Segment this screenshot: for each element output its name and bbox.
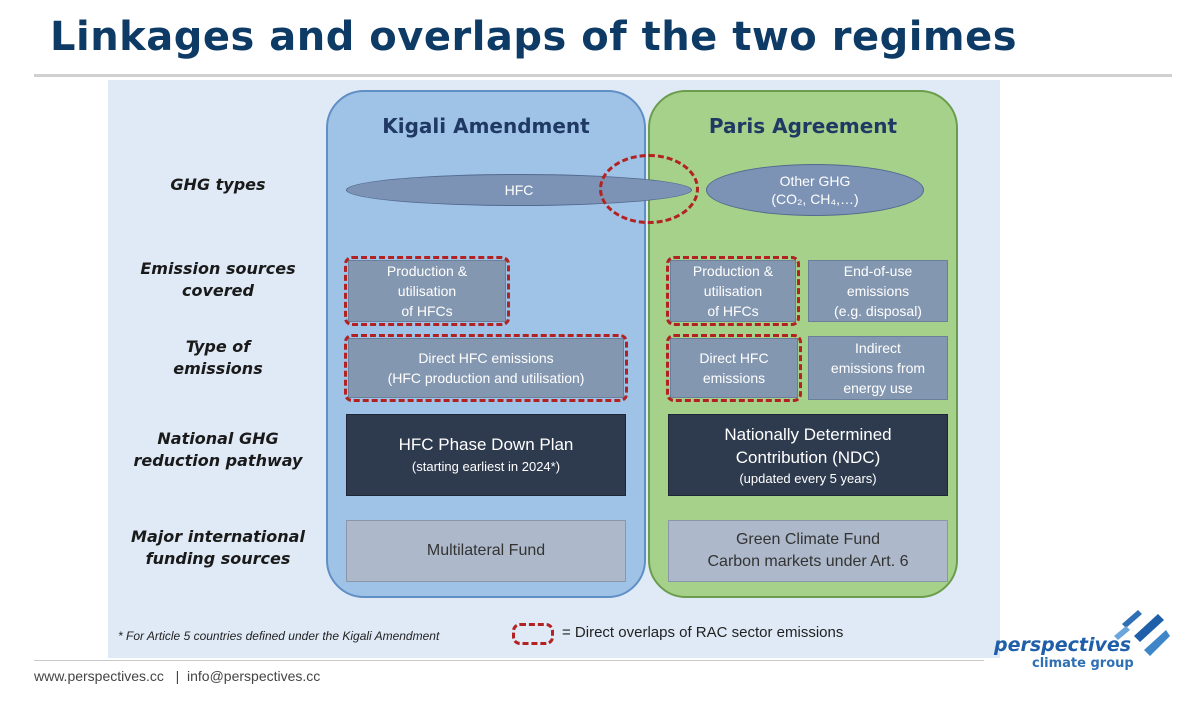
slide-title: Linkages and overlaps of the two regimes: [50, 14, 1018, 60]
other-ghg-formula: (CO₂, CH₄,…): [771, 191, 859, 207]
hfc-phase-down-title: HFC Phase Down Plan: [398, 435, 574, 454]
other-ghg-ellipse: Other GHG (CO₂, CH₄,…): [706, 164, 924, 216]
row-label-pathway: National GHG reduction pathway: [133, 429, 303, 470]
kigali-header: Kigali Amendment: [382, 114, 590, 138]
title-divider: [34, 74, 1172, 77]
row-label-funding: Major international funding sources: [131, 527, 305, 568]
paris-header: Paris Agreement: [708, 114, 898, 138]
footnote: * For Article 5 countries defined under …: [118, 629, 440, 643]
row-label-type-of-emissions: Type of emissions: [173, 337, 263, 378]
perspectives-logo: perspectives climate group: [992, 606, 1172, 678]
hfc-phase-down-subtitle: (starting earliest in 2024*): [411, 459, 561, 474]
ndc-title: Nationally Determined Contribution (NDC): [724, 424, 892, 467]
paris-hfc-sources-box: Production & utilisation of HFCs: [670, 260, 796, 322]
hfc-phase-down-box: HFC Phase Down Plan (starting earliest i…: [346, 414, 626, 496]
row-label-ghg-types: GHG types: [170, 175, 266, 194]
indirect-emissions-box: Indirect emissions from energy use: [808, 336, 948, 400]
hfc-ellipse: HFC: [346, 174, 692, 206]
paris-direct-emissions-box: Direct HFC emissions: [670, 338, 798, 398]
ndc-box: Nationally Determined Contribution (NDC)…: [668, 414, 948, 496]
kigali-direct-emissions-box: Direct HFC emissions (HFC production and…: [348, 338, 624, 398]
kigali-sources-box: Production & utilisation of HFCs: [348, 260, 506, 322]
footer-contact[interactable]: www.perspectives.cc | info@perspectives.…: [34, 668, 321, 684]
row-label-emission-sources: Emission sources covered: [140, 259, 296, 300]
ndc-subtitle: (updated every 5 years): [739, 470, 877, 486]
logo-wordmark: perspectives: [994, 634, 1132, 656]
logo-tagline: climate group: [1032, 656, 1134, 671]
end-of-use-box: End-of-use emissions (e.g. disposal): [808, 260, 948, 322]
footer-divider: [34, 660, 984, 661]
multilateral-fund-box: Multilateral Fund: [346, 520, 626, 582]
legend-text: = Direct overlaps of RAC sector emission…: [562, 624, 844, 641]
logo-mark-icon: [1114, 610, 1170, 656]
green-climate-fund-box: Green Climate Fund Carbon markets under …: [668, 520, 948, 582]
other-ghg-label: Other GHG: [779, 173, 851, 189]
